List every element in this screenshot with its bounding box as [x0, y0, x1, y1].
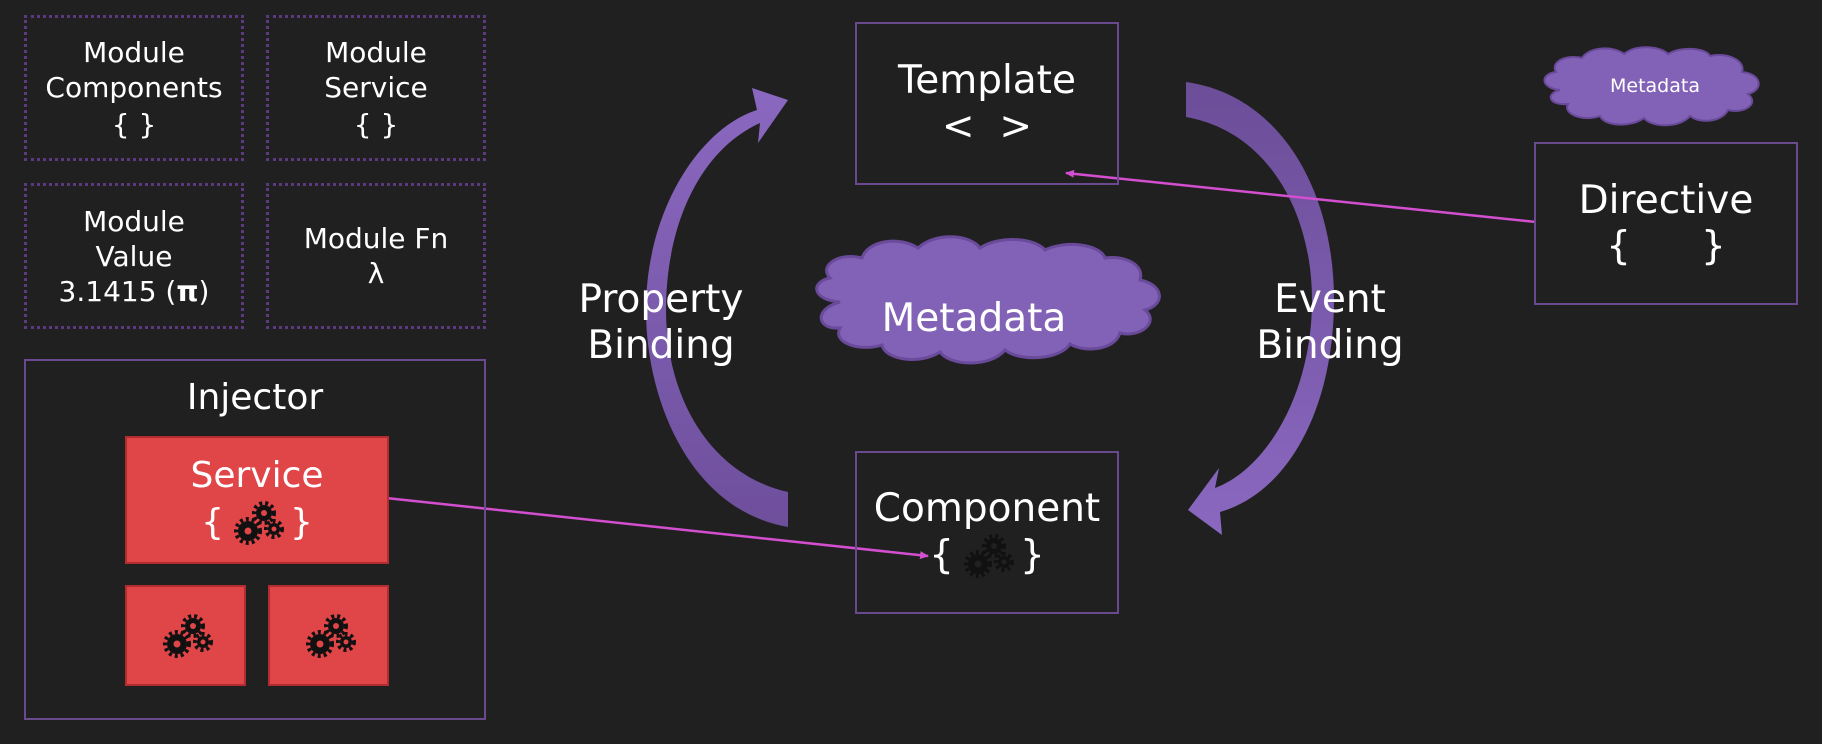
directive-braces: { }: [1606, 224, 1726, 270]
module-value-suffix: ): [198, 274, 210, 308]
event-binding-line1: Event: [1274, 277, 1386, 322]
module-value-prefix: 3.1415 (: [58, 274, 177, 308]
directive-box: Directive { }: [1534, 142, 1798, 305]
gears-icon: [964, 533, 1014, 578]
event-binding-label: Event Binding: [1240, 276, 1420, 370]
component-braces: { }: [929, 532, 1045, 580]
directive-title: Directive: [1578, 177, 1754, 223]
metadata-cloud-small: [1543, 46, 1760, 127]
gear-box-2: [268, 585, 389, 686]
directive-to-template-line: [1065, 169, 1537, 224]
component-box: Component { }: [855, 451, 1119, 614]
pi-symbol: π: [176, 274, 199, 308]
template-box: Template < >: [855, 22, 1119, 185]
gear-box-1: [125, 585, 246, 686]
template-title: Template: [898, 57, 1076, 103]
module-value-box: Module Value 3.1415 (π): [24, 183, 244, 329]
module-components-braces: { }: [111, 107, 157, 141]
component-close-brace: }: [1020, 532, 1045, 578]
metadata-small-label: Metadata: [1610, 75, 1700, 97]
service-close-brace: }: [290, 502, 313, 543]
property-binding-arrow: [646, 88, 788, 527]
property-binding-label: Property Binding: [566, 276, 756, 370]
injector-box: Injector Service {: [24, 359, 486, 720]
property-binding-line2: Binding: [587, 323, 735, 368]
metadata-center-label: Metadata: [881, 296, 1067, 341]
module-service-line1: Module: [325, 35, 427, 69]
component-title: Component: [873, 485, 1101, 531]
directive-close-brace: }: [1701, 223, 1726, 269]
module-components-line1: Module: [83, 35, 185, 69]
gears-icon: [234, 501, 284, 545]
service-box: Service { }: [125, 436, 389, 564]
component-open-brace: {: [929, 532, 954, 578]
service-braces: { }: [201, 499, 313, 547]
service-to-component-line: [385, 496, 929, 560]
service-label: Service: [190, 455, 324, 496]
gears-icon: [305, 613, 356, 658]
module-service-line2: Service: [324, 70, 428, 104]
module-components-line2: Components: [45, 70, 223, 104]
service-open-brace: {: [201, 502, 224, 543]
module-service-braces: { }: [353, 107, 399, 141]
module-service-box: Module Service { }: [266, 15, 486, 161]
property-binding-line1: Property: [578, 277, 744, 322]
module-fn-box: Module Fn λ: [266, 183, 486, 329]
event-binding-line2: Binding: [1256, 323, 1404, 368]
metadata-cloud-center: [815, 235, 1161, 365]
gears-icon: [162, 613, 213, 658]
module-fn-lambda: λ: [367, 257, 385, 290]
module-value-line2: Value: [95, 239, 173, 273]
template-angle-brackets: < >: [941, 103, 1033, 149]
injector-title: Injector: [186, 377, 324, 418]
directive-open-brace: {: [1606, 223, 1631, 269]
module-value-line1: Module: [83, 204, 185, 238]
event-binding-arrow: [1186, 82, 1334, 535]
module-fn-line1: Module Fn: [303, 222, 449, 255]
module-value-number: 3.1415 (π): [59, 274, 210, 309]
module-components-box: Module Components { }: [24, 15, 244, 161]
